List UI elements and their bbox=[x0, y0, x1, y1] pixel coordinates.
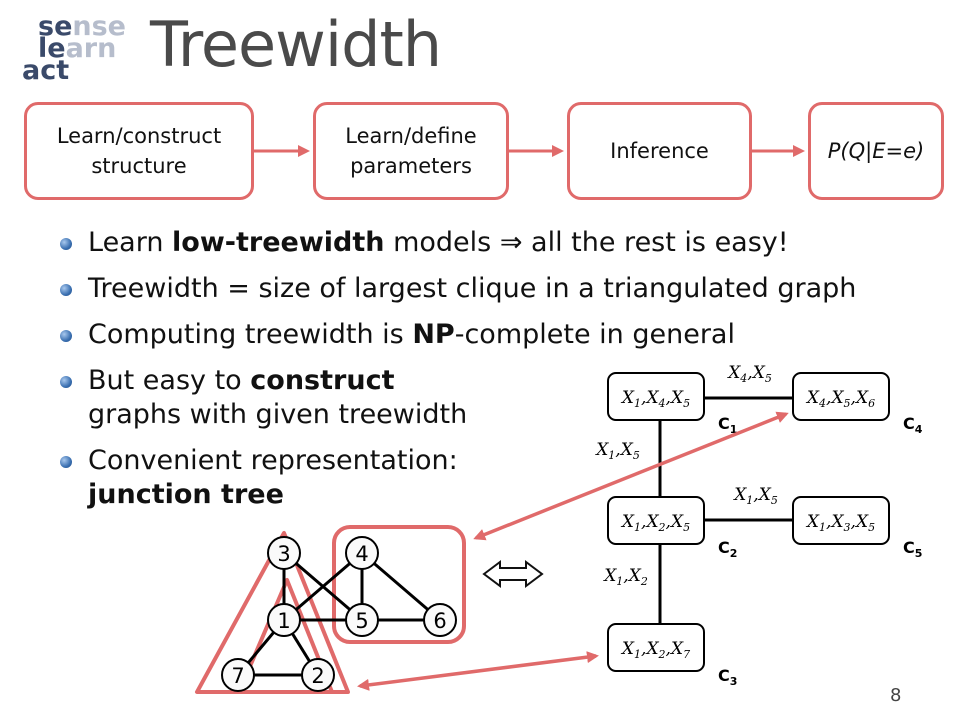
graph-node-2: 2 bbox=[301, 658, 335, 692]
svg-text:6: 6 bbox=[433, 609, 446, 633]
bullet-low-treewidth: Learn low-treewidth models ⇒ all the res… bbox=[88, 227, 789, 258]
bullet-dot bbox=[60, 284, 72, 296]
graph-node-3: 3 bbox=[267, 536, 301, 570]
graph-node-1: 1 bbox=[267, 603, 301, 637]
svg-text:4: 4 bbox=[355, 542, 368, 566]
bullet-dot bbox=[60, 330, 72, 342]
bullet-junction-tree: Convenient representation:junction tree bbox=[88, 445, 458, 510]
equivalence-arrow-icon bbox=[482, 560, 544, 588]
clique-box-c4 bbox=[792, 372, 890, 421]
bullet-treewidth-definition: Treewidth = size of largest clique in a … bbox=[88, 273, 857, 304]
clique-c2-vars: X1,X2,X5 bbox=[620, 512, 690, 534]
mapping-arrow-box-to-c4 bbox=[473, 411, 789, 541]
clique-highlight-box bbox=[332, 525, 466, 644]
graph-node-6: 6 bbox=[423, 603, 457, 637]
svg-text:5: 5 bbox=[355, 609, 368, 633]
graph-node-7: 7 bbox=[221, 658, 255, 692]
bullet-dot bbox=[60, 456, 72, 468]
graph-node-5: 5 bbox=[345, 603, 379, 637]
bullet-np-complete: Computing treewidth is NP-complete in ge… bbox=[88, 319, 735, 350]
svg-text:7: 7 bbox=[231, 664, 244, 688]
clique-c3-vars: X1,X2,X7 bbox=[620, 639, 690, 661]
svg-text:3: 3 bbox=[277, 542, 290, 566]
pipeline-step-query: P(Q|E=e) bbox=[808, 102, 944, 200]
clique-label-c2: C2 bbox=[718, 538, 737, 560]
clique-box-c3 bbox=[607, 623, 705, 672]
clique-c5-vars: X1,X3,X5 bbox=[805, 512, 875, 534]
svg-text:1: 1 bbox=[277, 609, 290, 633]
clique-box-c5 bbox=[792, 496, 890, 545]
separator-c1-c4: X4,X5 bbox=[726, 363, 772, 385]
sense-learn-act-logo: sense learn act bbox=[22, 11, 126, 86]
pipeline-step-inference: Inference bbox=[567, 102, 752, 200]
clique-c4-vars: X4,X5,X6 bbox=[805, 388, 875, 410]
clique-label-c3: C3 bbox=[718, 666, 737, 688]
bullet-dot bbox=[60, 376, 72, 388]
svg-text:2: 2 bbox=[311, 664, 324, 688]
separator-c1-c2: X1,X5 bbox=[594, 440, 640, 462]
mapping-arrow-triangle-to-c3 bbox=[357, 651, 599, 691]
slide-title: Treewidth bbox=[150, 8, 442, 81]
clique-label-c5: C5 bbox=[903, 538, 922, 560]
bullet-dot bbox=[60, 238, 72, 250]
clique-label-c4: C4 bbox=[903, 414, 923, 436]
clique-label-c1: C1 bbox=[718, 414, 737, 436]
separator-c2-c5: X1,X5 bbox=[732, 485, 778, 507]
clique-c1-vars: X1,X4,X5 bbox=[620, 388, 690, 410]
graph-node-4: 4 bbox=[345, 536, 379, 570]
page-number: 8 bbox=[890, 685, 902, 706]
clique-highlight-triangle-outer bbox=[195, 531, 350, 694]
separator-c2-c3: X1,X2 bbox=[602, 566, 648, 588]
